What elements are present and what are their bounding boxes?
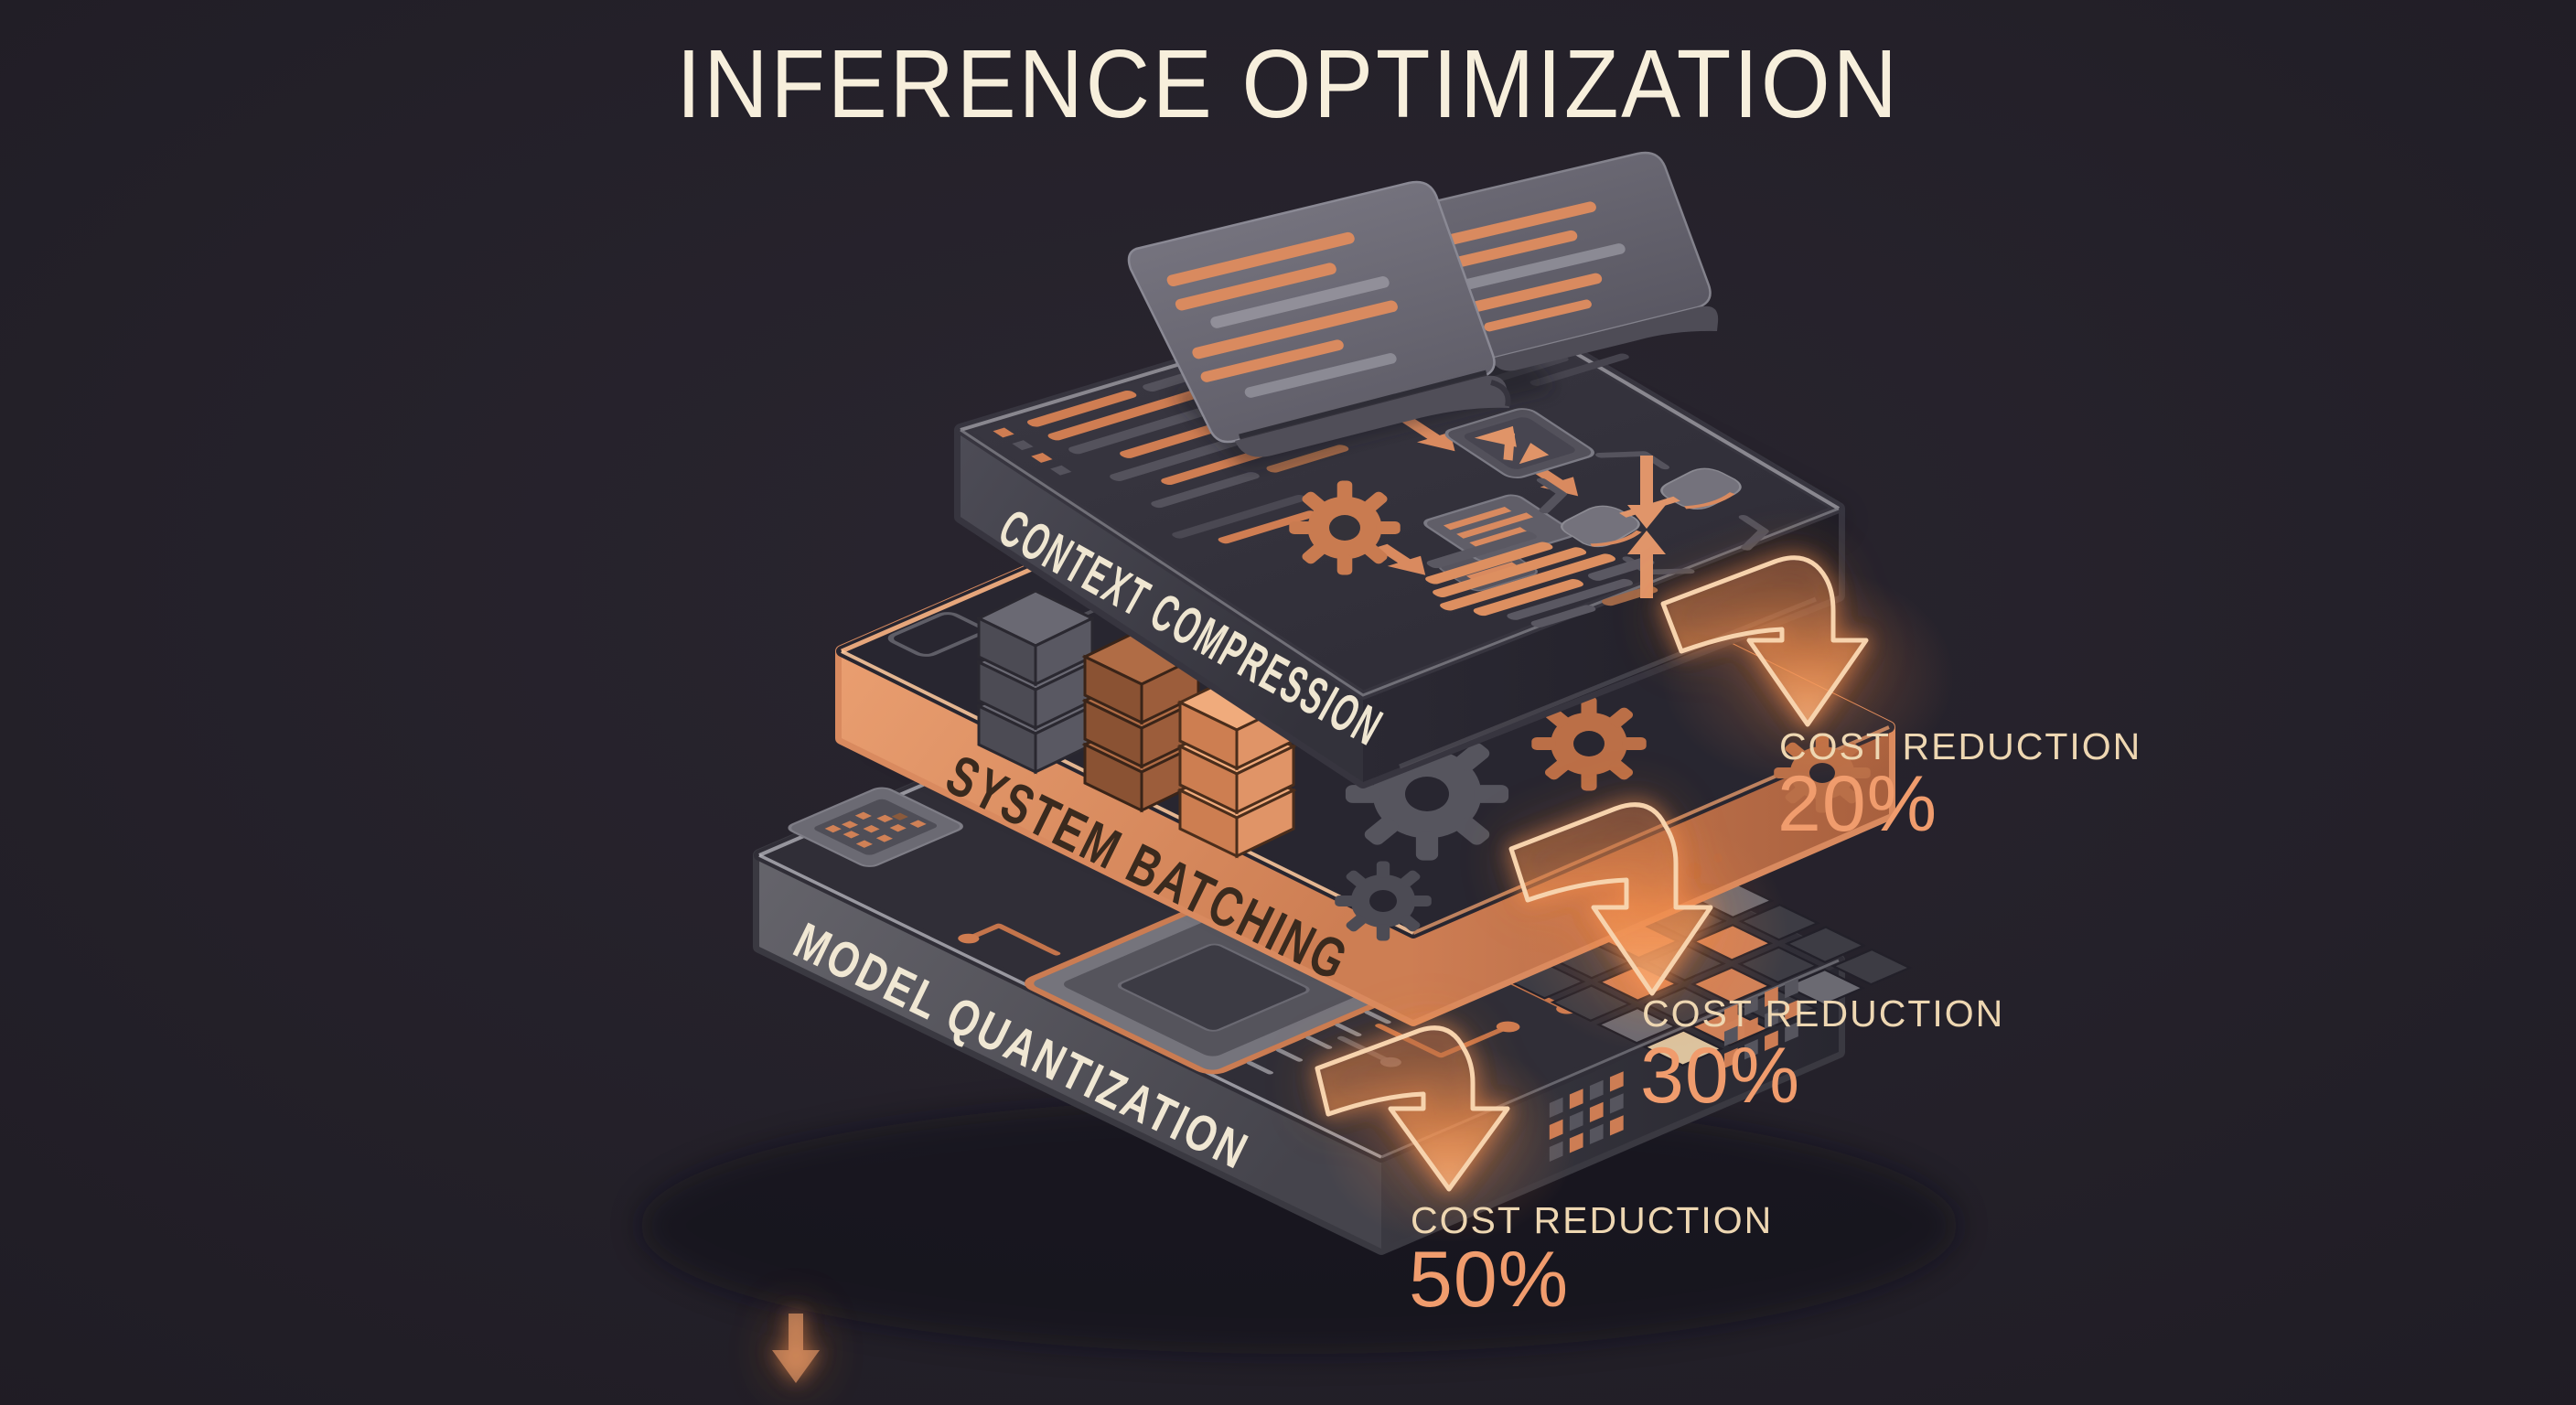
compressed-bars — [1425, 531, 1658, 627]
metric-label-50: COST REDUCTION — [1411, 1199, 1773, 1241]
metric-label-30: COST REDUCTION — [1642, 992, 2004, 1035]
down-arrow-icon-30 — [1508, 802, 1713, 996]
top-slab-left-face — [961, 430, 1363, 782]
edge-glow-arrow — [772, 1314, 820, 1383]
folded-document-icon-back — [1407, 151, 1719, 371]
page-title: INFERENCE OPTIMIZATION — [676, 29, 1899, 138]
metric-value-50: 50% — [1409, 1236, 1569, 1324]
merge-vertical-arrows — [1627, 456, 1666, 598]
metric-label-20: COST REDUCTION — [1779, 725, 2141, 767]
sparse-chip-icon — [788, 787, 963, 867]
metric-value-30: 30% — [1640, 1032, 1800, 1120]
down-arrow-icon-20 — [1660, 555, 1869, 727]
bottom-slab-left-face — [759, 855, 1381, 1249]
metric-system-batching: COST REDUCTION 30% — [1640, 992, 2004, 1120]
gear-icon-orange — [1531, 696, 1647, 791]
gear-icon-gray-large — [1345, 727, 1509, 861]
top-slab-right-face — [1363, 509, 1839, 782]
compress-file-icon — [1444, 408, 1594, 479]
batch-cube-stack-gray — [977, 589, 1094, 774]
ground-shadow — [640, 1098, 1958, 1354]
down-arrow-icon-50 — [1315, 1025, 1510, 1192]
folded-document-icon-front — [1127, 180, 1511, 457]
gear-icon-gray-small — [1335, 861, 1432, 941]
metric-context-compression: COST REDUCTION 20% — [1777, 725, 2141, 848]
layer-context-compression: CONTEXT COMPRESSION — [954, 151, 1845, 788]
metric-value-20: 20% — [1777, 760, 1937, 848]
metric-model-quantization: COST REDUCTION 50% — [1409, 1199, 1773, 1324]
gear-icon-top — [1289, 480, 1401, 575]
